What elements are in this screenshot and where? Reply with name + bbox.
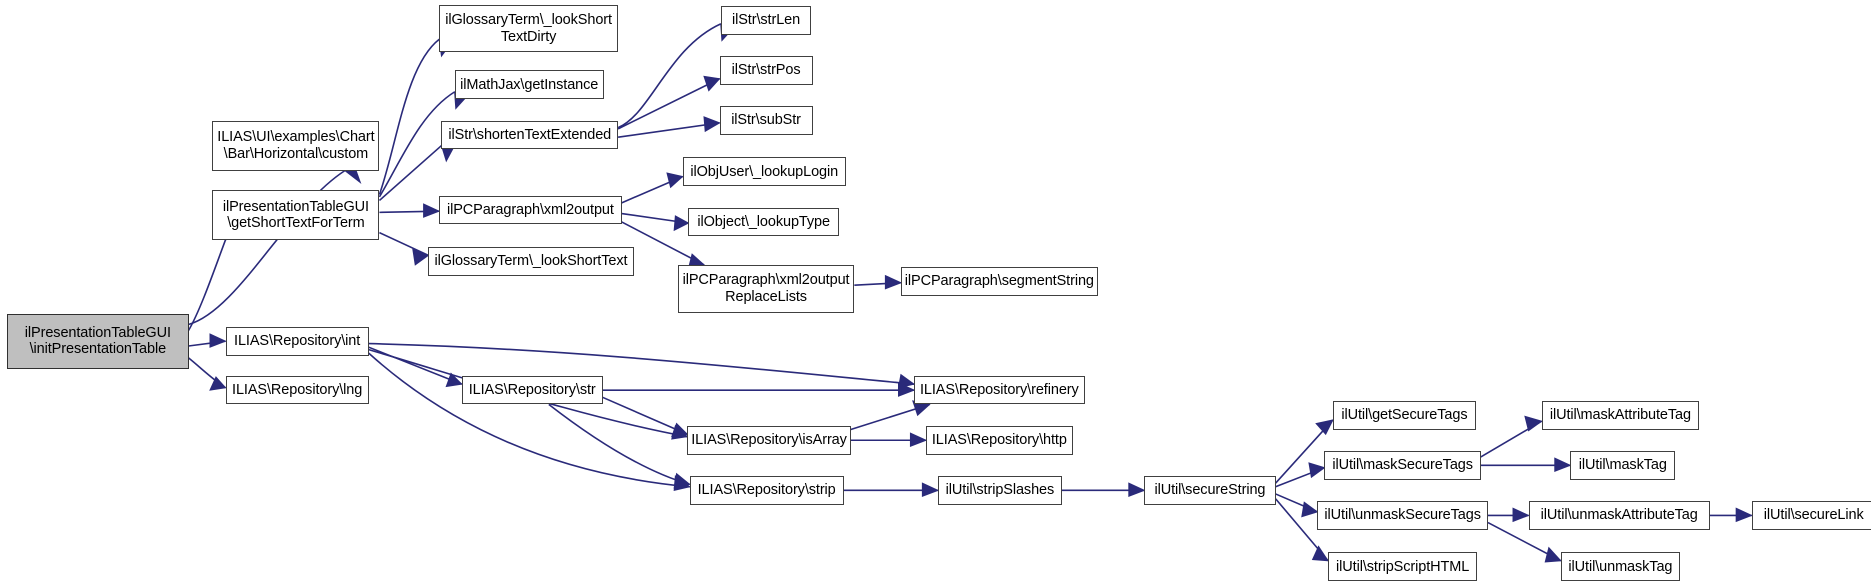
call-graph-node-strpos[interactable]: ilStr\strPos xyxy=(719,56,813,85)
call-graph-node-substr[interactable]: ilStr\subStr xyxy=(719,106,813,135)
call-graph-node-securestring[interactable]: ilUtil\secureString xyxy=(1144,476,1276,505)
call-graph-node-getshorttext[interactable]: ilPresentationTableGUI \getShortTextForT… xyxy=(212,189,380,240)
call-graph-node-strlen[interactable]: ilStr\strLen xyxy=(720,5,812,35)
call-edge-repostr-to-reporefinery xyxy=(602,382,916,397)
call-edge-unmasksecuretags-to-unmasktag xyxy=(1487,521,1562,563)
call-graph-node-replacelists[interactable]: ilPCParagraph\xml2output ReplaceLists xyxy=(677,264,855,313)
call-edge-getshorttext-to-lookshortdirty xyxy=(378,38,454,195)
call-edge-securestring-to-stripscripthtml xyxy=(1274,498,1330,562)
call-graph-node-unmasksecuretags[interactable]: ilUtil\unmaskSecureTags xyxy=(1317,501,1488,530)
call-edge-unmaskattrtag-to-securelink xyxy=(1709,507,1753,523)
call-graph-node-repolng[interactable]: ILIAS\Repository\lng xyxy=(225,375,369,405)
call-graph-node-init[interactable]: ilPresentationTableGUI \initPresentation… xyxy=(7,313,189,369)
call-edge-repoisarray-to-reporefinery xyxy=(850,400,931,431)
call-edge-securestring-to-masksecuretags xyxy=(1275,462,1326,488)
call-graph-node-reporefinery[interactable]: ILIAS\Repository\refinery xyxy=(914,375,1085,405)
call-graph-node-securelink[interactable]: ilUtil\secureLink xyxy=(1751,501,1871,530)
call-edge-replacelists-to-segmentstring xyxy=(854,274,903,290)
call-edge-init-to-getshorttext xyxy=(187,224,243,331)
call-graph-node-repostrip[interactable]: ILIAS\Repository\strip xyxy=(689,476,844,505)
call-edge-shortenext-to-substr xyxy=(617,116,721,139)
call-graph-node-maskattributetag[interactable]: ilUtil\maskAttributeTag xyxy=(1541,400,1700,430)
call-graph-node-lookshorttext[interactable]: ilGlossaryTerm\_lookShortText xyxy=(428,246,634,276)
call-edge-masksecuretags-to-masktag xyxy=(1480,457,1572,472)
call-graph-node-repoint[interactable]: ILIAS\Repository\int xyxy=(225,326,369,356)
call-edge-repostr-to-repoisarray xyxy=(602,396,689,438)
call-edge-masksecuretags-to-maskattributetag xyxy=(1480,415,1543,458)
call-graph-node-lookshortdirty[interactable]: ilGlossaryTerm\_lookShort TextDirty xyxy=(439,4,619,53)
call-graph-node-masktag[interactable]: ilUtil\maskTag xyxy=(1570,450,1676,480)
call-graph-node-stripslashes[interactable]: ilUtil\stripSlashes xyxy=(937,476,1062,505)
call-edge-repoint-to-repostr xyxy=(368,346,463,388)
call-graph-node-repoisarray[interactable]: ILIAS\Repository\isArray xyxy=(687,425,851,455)
call-edge-shortenext-to-strpos xyxy=(617,75,721,130)
call-graph-node-unmaskattrtag[interactable]: ilUtil\unmaskAttributeTag xyxy=(1528,501,1710,530)
call-edge-securestring-to-getsecuretags xyxy=(1274,419,1334,484)
call-edge-repoisarray-to-repohttp xyxy=(850,432,928,447)
call-edge-repoint-to-repostrip xyxy=(368,352,691,492)
call-graph-node-mathjax[interactable]: ilMathJax\getInstance xyxy=(454,70,604,100)
call-edge-getshorttext-to-xml2output xyxy=(379,203,441,218)
call-graph-node-repohttp[interactable]: ILIAS\Repository\http xyxy=(925,425,1073,455)
call-graph-node-chartcustom[interactable]: ILIAS\UI\examples\Chart \Bar\Horizontal\… xyxy=(212,120,380,171)
call-edge-repostr-to-repostrip xyxy=(548,403,691,489)
call-graph-node-lookuptype[interactable]: ilObject\_lookupType xyxy=(688,207,839,237)
call-edge-init-to-repolng xyxy=(188,357,227,391)
call-graph-node-lookuplogin[interactable]: ilObjUser\_lookupLogin xyxy=(682,157,846,187)
call-edge-securestring-to-unmasksecuretags xyxy=(1275,493,1319,518)
call-graph-node-stripscripthtml[interactable]: ilUtil\stripScriptHTML xyxy=(1328,552,1478,582)
call-edge-getshorttext-to-lookshorttext xyxy=(379,231,430,266)
call-graph-node-masksecuretags[interactable]: ilUtil\maskSecureTags xyxy=(1324,450,1481,480)
call-graph-node-shortenext[interactable]: ilStr\shortenTextExtended xyxy=(441,120,619,150)
call-graph-node-getsecuretags[interactable]: ilUtil\getSecureTags xyxy=(1332,400,1477,430)
call-edge-stripslashes-to-securestring xyxy=(1061,482,1146,498)
call-graph-node-segmentstring[interactable]: ilPCParagraph\segmentString xyxy=(900,267,1098,296)
call-edge-xml2output-to-lookuplogin xyxy=(621,172,684,204)
call-edge-shortenext-to-strlen xyxy=(617,23,735,129)
call-edge-repostrip-to-stripslashes xyxy=(843,482,940,498)
call-graph-node-repostr[interactable]: ILIAS\Repository\str xyxy=(461,375,603,405)
call-edge-xml2output-to-lookuptype xyxy=(621,212,690,232)
call-edge-unmasksecuretags-to-unmaskattrtag xyxy=(1487,507,1530,523)
call-edge-init-to-repoint xyxy=(188,333,227,348)
call-graph-node-unmasktag[interactable]: ilUtil\unmaskTag xyxy=(1560,552,1681,582)
call-graph-node-xml2output[interactable]: ilPCParagraph\xml2output xyxy=(439,195,622,225)
